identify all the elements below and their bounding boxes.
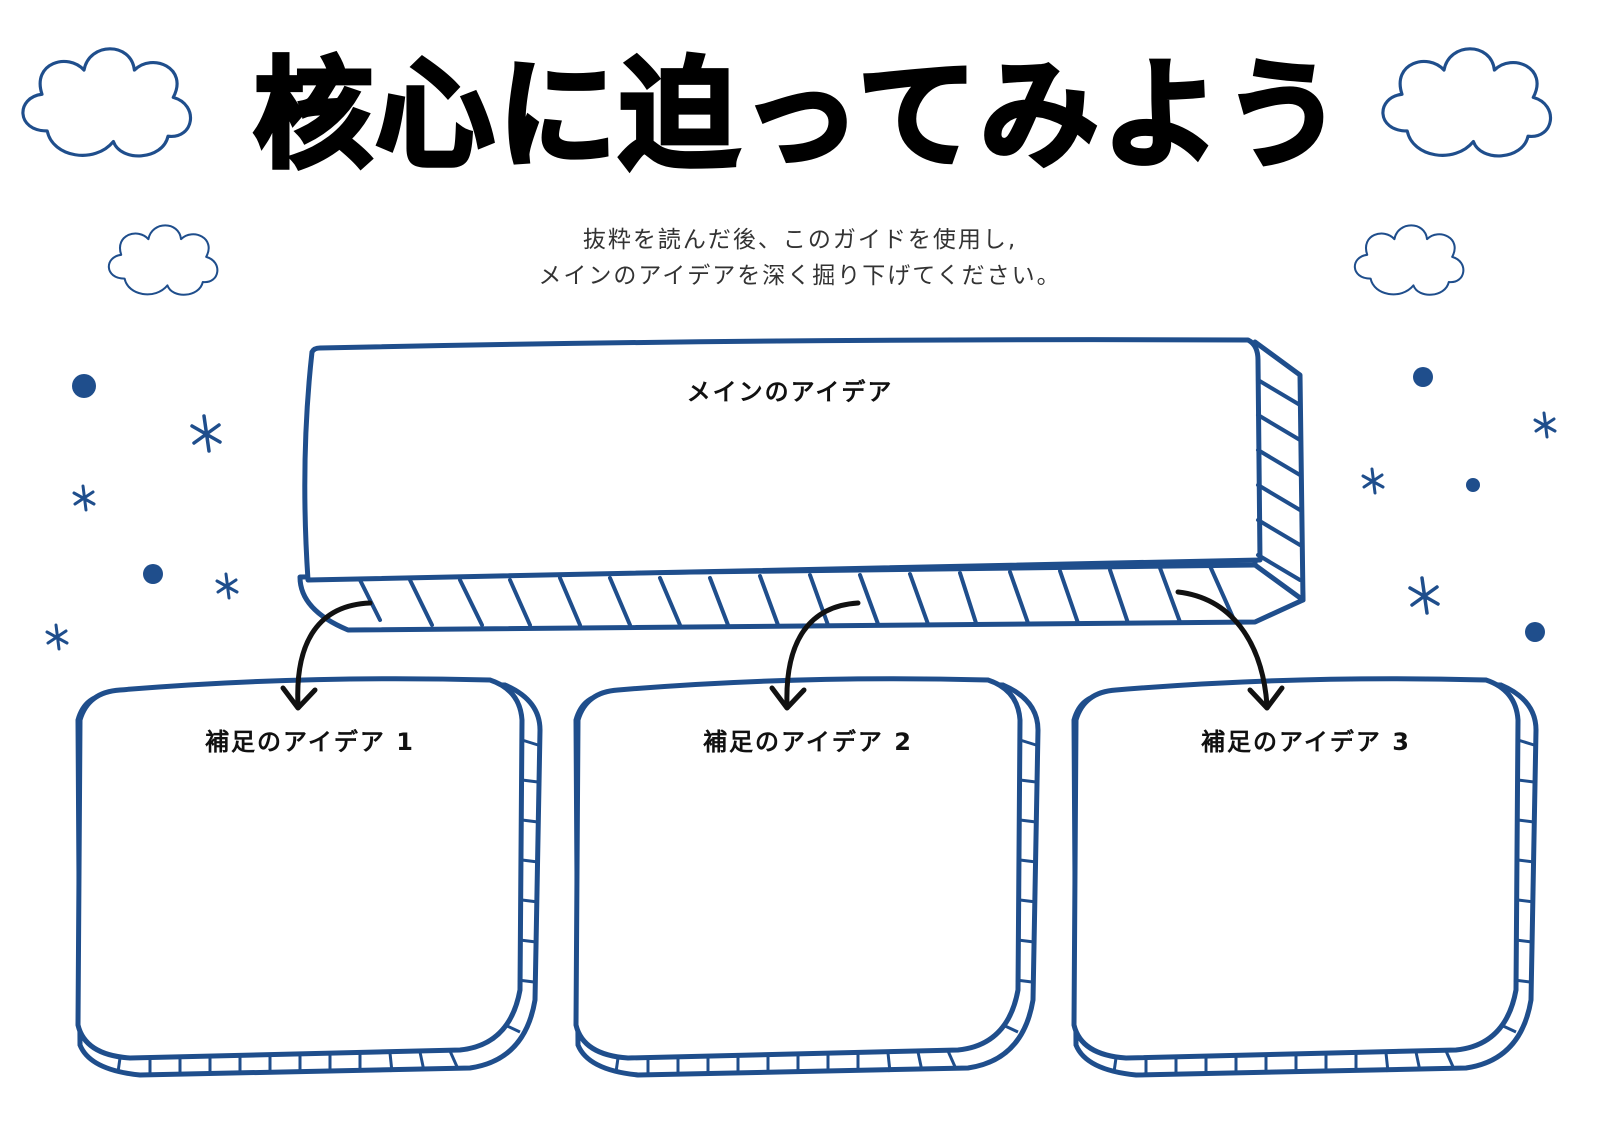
supporting-idea-3-label: 補足のアイデア 3 bbox=[1201, 728, 1411, 756]
supporting-idea-box-1 bbox=[75, 676, 543, 1078]
instructions-line-2: メインのアイデアを深く掘り下げてください。 bbox=[538, 263, 1062, 289]
dot-icon bbox=[1413, 367, 1433, 387]
star-icon bbox=[1533, 411, 1557, 439]
page-title: 核心に迫ってみよう bbox=[251, 44, 1347, 187]
main-idea-box bbox=[297, 337, 1306, 633]
dot-icon bbox=[1466, 478, 1480, 492]
arrow-icon bbox=[769, 600, 861, 711]
star-icon bbox=[1408, 576, 1440, 615]
arrow-icon bbox=[1175, 589, 1285, 711]
main-idea-label: メインのアイデア bbox=[686, 378, 894, 406]
instructions-line-1: 抜粋を読んだ後、このガイドを使用し, bbox=[582, 227, 1018, 253]
star-icon bbox=[190, 414, 222, 453]
supporting-idea-box-3 bbox=[1071, 676, 1539, 1078]
star-icon bbox=[215, 572, 239, 600]
instructions: 抜粋を読んだ後、このガイドを使用し, メインのアイデアを深く掘り下げてください。 bbox=[0, 222, 1600, 294]
dot-icon bbox=[1525, 622, 1545, 642]
supporting-idea-box-2 bbox=[573, 676, 1041, 1078]
star-icon bbox=[72, 484, 96, 512]
supporting-idea-1-label: 補足のアイデア 1 bbox=[205, 728, 415, 756]
star-icon bbox=[45, 623, 69, 651]
arrow-icon bbox=[280, 600, 373, 711]
star-icon bbox=[1361, 467, 1385, 495]
dot-icon bbox=[143, 564, 163, 584]
supporting-idea-2-label: 補足のアイデア 2 bbox=[703, 728, 913, 756]
dot-icon bbox=[72, 374, 96, 398]
